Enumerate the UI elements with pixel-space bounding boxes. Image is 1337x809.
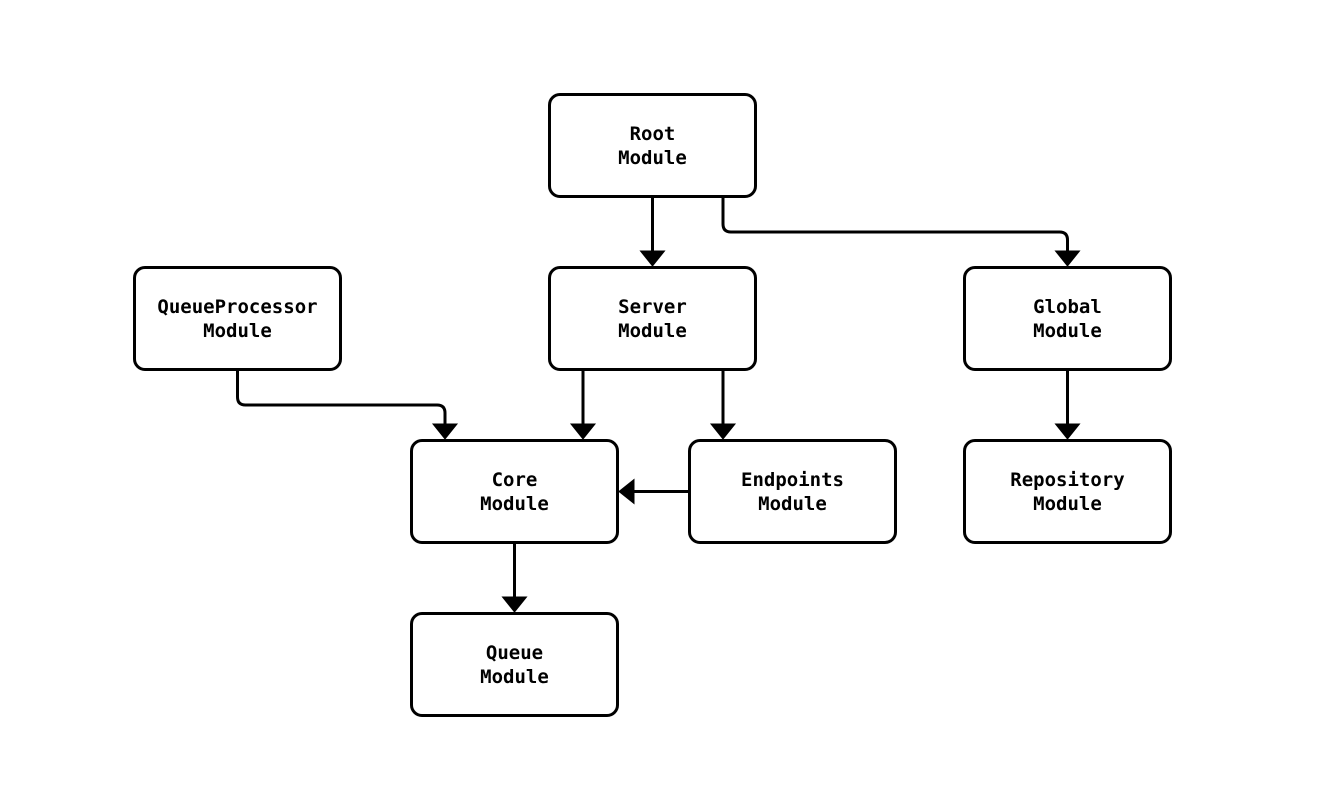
node-endpoints-module: Endpoints Module [688,439,897,544]
edge-global-to-repository-arrowhead [1054,423,1081,440]
edge-global-to-repository [1054,371,1081,440]
edge-server-to-core-arrowhead [569,423,597,440]
node-root-module: Root Module [548,93,757,198]
node-root-module-label: Root Module [618,122,687,169]
node-server-module: Server Module [548,266,757,371]
node-repository-module-label: Repository Module [1010,468,1125,515]
node-global-module: Global Module [963,266,1172,371]
node-core-module: Core Module [410,439,619,544]
node-endpoints-module-label: Endpoints Module [741,468,844,515]
edge-server-to-endpoints-arrowhead [709,423,737,440]
edge-core-to-queue [501,544,528,613]
edge-endpoints-to-core [618,478,688,505]
edge-root-to-global-line [721,198,1069,252]
node-queue-module-label: Queue Module [480,641,549,688]
node-core-module-label: Core Module [480,468,549,515]
node-queueprocessor-module-label: QueueProcessor Module [157,295,318,342]
node-server-module-label: Server Module [618,295,687,342]
node-global-module-label: Global Module [1033,295,1102,342]
edge-core-to-queue-arrowhead [501,596,528,613]
edge-queueprocessor-to-core-line [236,371,447,425]
node-queueprocessor-module: QueueProcessor Module [133,266,342,371]
edge-queueprocessor-to-core-arrowhead [431,423,459,440]
edge-endpoints-to-core-arrowhead [618,478,635,505]
edge-server-to-endpoints [709,371,737,440]
edge-root-to-server [639,198,666,267]
node-queue-module: Queue Module [410,612,619,717]
edge-root-to-server-arrowhead [639,250,666,267]
edge-server-to-core [569,371,597,440]
edge-root-to-global-arrowhead [1054,250,1081,267]
edge-queueprocessor-to-core [236,371,459,440]
edge-root-to-global [721,198,1081,267]
node-repository-module: Repository Module [963,439,1172,544]
